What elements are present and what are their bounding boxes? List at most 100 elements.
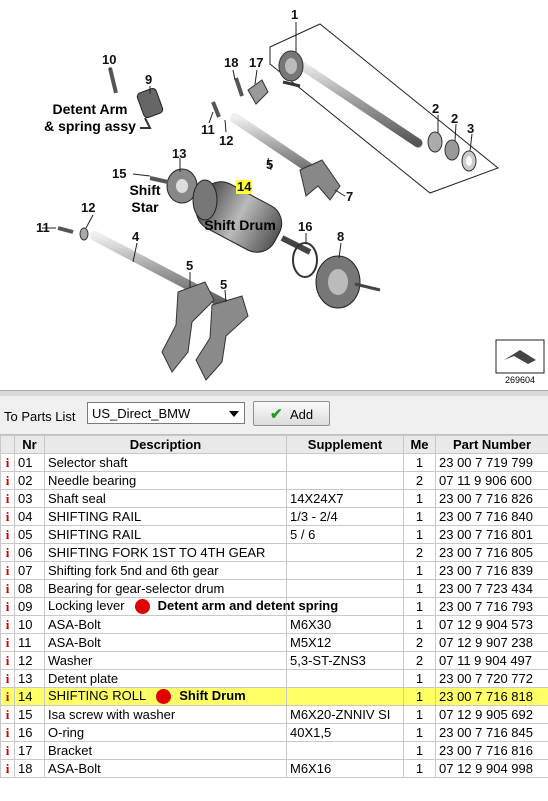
row-supplement: M6X16 bbox=[286, 759, 404, 778]
row-supplement bbox=[286, 453, 404, 472]
col-header-nr[interactable]: Nr bbox=[14, 435, 45, 454]
row-quantity: 1 bbox=[403, 525, 436, 544]
info-icon[interactable]: i bbox=[0, 669, 15, 688]
info-icon[interactable]: i bbox=[0, 705, 15, 724]
row-part-number: 23 00 7 716 801 bbox=[435, 525, 548, 544]
row-part-number: 23 00 7 720 772 bbox=[435, 669, 548, 688]
row-description: Isa screw with washer bbox=[44, 705, 287, 724]
row-description: ASA-Bolt bbox=[44, 633, 287, 652]
row-nr: 13 bbox=[14, 669, 45, 688]
row-description: SHIFTING FORK 1ST TO 4TH GEAR bbox=[44, 543, 287, 562]
info-icon[interactable]: i bbox=[0, 471, 15, 490]
info-icon[interactable]: i bbox=[0, 525, 15, 544]
row-nr: 15 bbox=[14, 705, 45, 724]
col-header-description[interactable]: Description bbox=[44, 435, 287, 454]
row-nr: 07 bbox=[14, 561, 45, 580]
row-part-number: 07 12 9 904 573 bbox=[435, 615, 548, 634]
row-nr: 08 bbox=[14, 579, 45, 598]
row-quantity: 1 bbox=[403, 759, 436, 778]
callout-17: 17 bbox=[249, 55, 264, 70]
row-description: ASA-Bolt bbox=[44, 615, 287, 634]
row-nr: 10 bbox=[14, 615, 45, 634]
row-nr: 09 bbox=[14, 597, 45, 616]
info-icon[interactable]: i bbox=[0, 615, 15, 634]
info-icon[interactable]: i bbox=[0, 543, 15, 562]
callout-4: 4 bbox=[132, 229, 140, 244]
shifting-fork-1 bbox=[161, 281, 215, 373]
row-description: Needle bearing bbox=[44, 471, 287, 490]
row-part-number: 23 00 7 716 839 bbox=[435, 561, 548, 580]
row-nr: 03 bbox=[14, 489, 45, 508]
info-icon[interactable]: i bbox=[0, 561, 15, 580]
row-description: SHIFTING RAIL bbox=[44, 525, 287, 544]
bracket bbox=[247, 79, 269, 105]
callout-13: 13 bbox=[172, 146, 187, 161]
info-icon[interactable]: i bbox=[0, 507, 15, 526]
row-part-number: 07 12 9 905 692 bbox=[435, 705, 548, 724]
row-quantity: 1 bbox=[403, 687, 436, 706]
row-quantity: 1 bbox=[403, 579, 436, 598]
callout-2b: 2 bbox=[451, 111, 459, 126]
parts-list-toolbar: To Parts List US_Direct_BMW ✔ Add bbox=[0, 396, 548, 435]
row-quantity: 1 bbox=[403, 561, 436, 580]
row-description-text: Locking lever bbox=[48, 598, 125, 614]
callout-12-upper: 12 bbox=[219, 133, 234, 148]
row-part-number: 07 11 9 904 497 bbox=[435, 651, 548, 670]
info-icon[interactable]: i bbox=[0, 759, 15, 778]
callout-7: 7 bbox=[346, 189, 354, 204]
checkmark-icon: ✔ bbox=[270, 406, 283, 423]
parts-list-select[interactable]: US_Direct_BMW bbox=[87, 402, 245, 424]
row-part-number: 23 00 7 719 799 bbox=[435, 453, 548, 472]
row-nr: 17 bbox=[14, 741, 45, 760]
info-icon[interactable]: i bbox=[0, 651, 15, 670]
add-button[interactable]: ✔ Add bbox=[253, 401, 330, 426]
row-quantity: 1 bbox=[403, 669, 436, 688]
col-header-me[interactable]: Me bbox=[403, 435, 436, 454]
col-header-supplement[interactable]: Supplement bbox=[286, 435, 404, 454]
row-supplement bbox=[286, 669, 404, 688]
info-icon[interactable]: i bbox=[0, 597, 15, 616]
parts-list-label: To Parts List bbox=[4, 409, 76, 424]
shifting-fork-7 bbox=[299, 159, 341, 201]
callout-11-upper: 11 bbox=[201, 122, 215, 137]
col-header-part-number[interactable]: Part Number bbox=[435, 435, 548, 454]
splitter-bar[interactable] bbox=[0, 390, 548, 396]
info-icon[interactable]: i bbox=[0, 723, 15, 742]
info-icon[interactable]: i bbox=[0, 489, 15, 508]
info-icon[interactable]: i bbox=[0, 579, 15, 598]
row-nr: 12 bbox=[14, 651, 45, 670]
callout-9: 9 bbox=[145, 72, 153, 87]
info-icon[interactable]: i bbox=[0, 633, 15, 652]
row-quantity: 1 bbox=[403, 507, 436, 526]
col-header-icon[interactable] bbox=[0, 435, 15, 454]
info-icon[interactable]: i bbox=[0, 741, 15, 760]
row-nr: 18 bbox=[14, 759, 45, 778]
callout-12-lower: 12 bbox=[81, 200, 96, 215]
info-icon[interactable]: i bbox=[0, 453, 15, 472]
row-supplement: 1/3 - 2/4 bbox=[286, 507, 404, 526]
row-nr: 14 bbox=[14, 687, 45, 706]
callout-10: 10 bbox=[102, 52, 117, 67]
callout-5-upper: 5 bbox=[266, 157, 274, 172]
info-icon[interactable]: i bbox=[0, 687, 15, 706]
parts-diagram: 1 2 2 3 4 5 5 5 7 8 9 10 11 11 12 12 13 … bbox=[0, 0, 548, 390]
annotation-detent-arm: Detent Arm & spring assy bbox=[44, 101, 136, 134]
